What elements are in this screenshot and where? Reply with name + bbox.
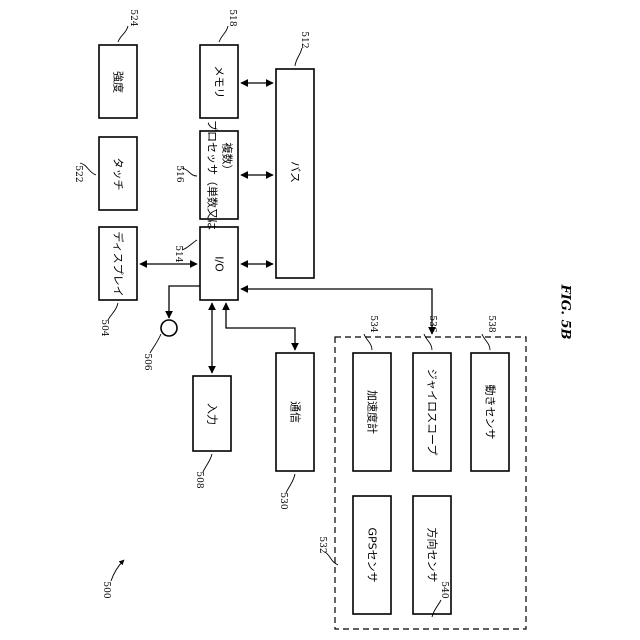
ref-524: 524 — [128, 9, 138, 26]
processor-label-line2: 複数） — [221, 143, 235, 176]
ref-532: 532 — [317, 536, 327, 553]
leader-524 — [118, 26, 128, 42]
leader-504 — [108, 303, 118, 320]
ref-534: 534 — [368, 315, 378, 332]
ref-518: 518 — [227, 9, 237, 26]
figure-label: FIG. 5B — [558, 283, 573, 339]
ref-522: 522 — [73, 165, 83, 182]
leader-506 — [150, 334, 161, 353]
ref-538: 538 — [486, 315, 496, 332]
leader-514 — [182, 240, 197, 250]
ref-504: 504 — [99, 319, 109, 336]
leader-508 — [203, 454, 212, 472]
leader-518 — [219, 26, 228, 42]
gps-sensor-label: GPSセンサ — [366, 527, 379, 582]
leader-530 — [286, 474, 295, 493]
gyroscope-label: ジャイロスコープ — [426, 369, 439, 456]
touch-label: タッチ — [112, 158, 125, 191]
motion-sensor-label: 動きセンサ — [484, 385, 498, 440]
ref-530: 530 — [278, 492, 288, 509]
intensity-label: 強度 — [112, 71, 126, 93]
leader-512 — [295, 48, 302, 66]
knob-icon — [161, 320, 177, 336]
ref-500: 500 — [101, 581, 111, 598]
ref-506: 506 — [142, 353, 152, 370]
ref-540: 540 — [439, 581, 449, 598]
processor-label-line1: プロセッサ（単数又は — [206, 120, 220, 230]
ref-536: 536 — [427, 315, 437, 332]
leader-532 — [325, 552, 338, 565]
ref-514: 514 — [173, 245, 183, 262]
comm-label: 通信 — [289, 401, 302, 423]
direction-sensor-label: 方向センサ — [426, 528, 440, 583]
ref-516: 516 — [174, 165, 184, 182]
display-label: ディスプレイ — [112, 231, 126, 296]
io-comm-link — [226, 303, 295, 350]
input-label: 入力 — [206, 403, 219, 425]
memory-label: メモリ — [213, 66, 226, 99]
io-knob-link — [169, 286, 200, 318]
ref-512: 512 — [299, 31, 309, 48]
io-sensors-link — [241, 289, 432, 334]
bus-label: バス — [289, 161, 302, 183]
io-label: I/O — [213, 256, 226, 272]
leader-500 — [111, 560, 124, 581]
accelerometer-label: 加速度計 — [366, 390, 380, 434]
ref-508: 508 — [194, 471, 204, 488]
